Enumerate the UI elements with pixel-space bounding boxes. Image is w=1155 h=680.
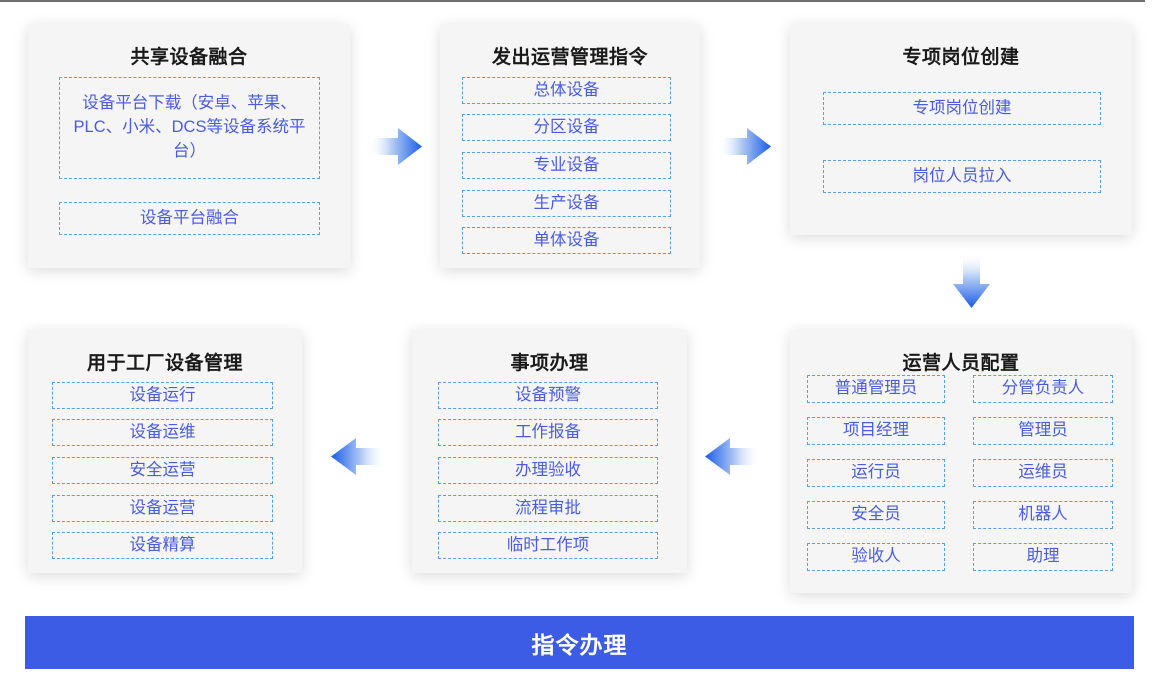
panel-title: 运营人员配置 <box>902 353 1020 374</box>
panel-title: 事项办理 <box>510 353 589 374</box>
panel-issue-operation-instructions: 发出运营管理指令 总体设备 分区设备 专业设备 生产设备 单体设备 <box>440 24 700 268</box>
diagram-item: 临时工作项 <box>438 532 658 559</box>
diagram-item: 机器人 <box>973 501 1113 529</box>
panel-matter-handling: 事项办理 设备预警 工作报备 办理验收 流程审批 临时工作项 <box>412 330 687 573</box>
banner-instruction-handling: 指令办理 <box>25 616 1134 669</box>
diagram-item: 分区设备 <box>462 114 671 141</box>
panel-title: 共享设备融合 <box>130 47 248 68</box>
panel-shared-device-fusion: 共享设备融合 设备平台下载（安卓、苹果、PLC、小米、DCS等设备系统平台） 设… <box>28 24 350 268</box>
panel-factory-equipment-management: 用于工厂设备管理 设备运行 设备运维 安全运营 设备运营 设备精算 <box>28 330 302 573</box>
diagram-item: 工作报备 <box>438 419 658 446</box>
panel-operations-personnel-config: 运营人员配置 普通管理员 分管负责人 项目经理 管理员 运行员 运维员 安全员 … <box>790 330 1132 593</box>
panel-title: 用于工厂设备管理 <box>86 353 243 374</box>
panel-title: 专项岗位创建 <box>902 47 1020 68</box>
arrow-right-icon <box>370 128 422 165</box>
diagram-item: 项目经理 <box>807 417 945 445</box>
diagram-item: 专项岗位创建 <box>823 92 1101 125</box>
banner-label: 指令办理 <box>531 631 628 658</box>
diagram-item: 生产设备 <box>462 190 671 217</box>
diagram-item: 管理员 <box>973 417 1113 445</box>
diagram-item: 单体设备 <box>462 227 671 254</box>
diagram-item: 设备运营 <box>52 495 273 522</box>
top-border-line <box>0 0 1145 2</box>
diagram-item: 设备运行 <box>52 382 273 409</box>
diagram-item: 验收人 <box>807 543 945 571</box>
diagram-item: 设备平台下载（安卓、苹果、PLC、小米、DCS等设备系统平台） <box>59 77 320 179</box>
diagram-item: 安全运营 <box>52 457 273 484</box>
diagram-item: 办理验收 <box>438 457 658 484</box>
diagram-item: 岗位人员拉入 <box>823 160 1101 193</box>
arrow-right-icon <box>719 128 771 165</box>
arrow-left-icon <box>331 438 384 475</box>
diagram-item: 专业设备 <box>462 152 671 179</box>
diagram-item: 设备运维 <box>52 419 273 446</box>
arrow-left-icon <box>705 438 758 475</box>
diagram-item: 分管负责人 <box>973 375 1113 403</box>
diagram-item: 助理 <box>973 543 1113 571</box>
diagram-item: 设备精算 <box>52 532 273 559</box>
diagram-item: 安全员 <box>807 501 945 529</box>
arrow-down-icon <box>953 255 990 308</box>
diagram-item: 设备预警 <box>438 382 658 409</box>
panel-special-post-creation: 专项岗位创建 专项岗位创建 岗位人员拉入 <box>790 24 1132 235</box>
diagram-item: 运行员 <box>807 459 945 487</box>
diagram-item: 流程审批 <box>438 495 658 522</box>
panel-title: 发出运营管理指令 <box>491 47 648 68</box>
diagram-item: 设备平台融合 <box>59 202 320 235</box>
diagram-item: 总体设备 <box>462 77 671 104</box>
diagram-item: 普通管理员 <box>807 375 945 403</box>
diagram-item: 运维员 <box>973 459 1113 487</box>
